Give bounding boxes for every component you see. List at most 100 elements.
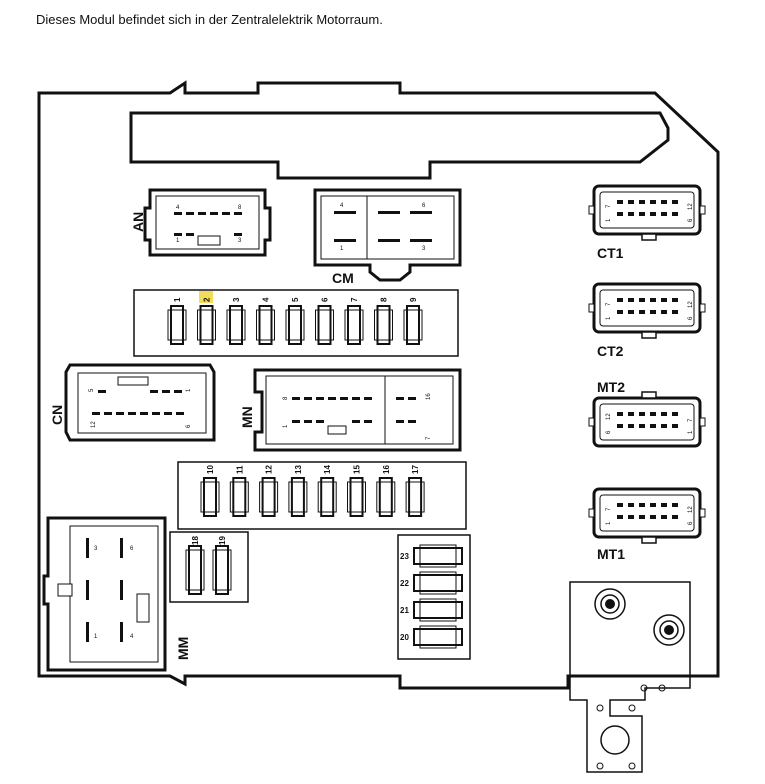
- fuse-18: 18: [185, 536, 205, 595]
- fuse-12: 12: [259, 465, 279, 517]
- connector-mm-label: MM: [175, 637, 191, 660]
- fuse-2-label: 2: [203, 297, 212, 302]
- ct1-pin-c: 1: [606, 218, 612, 222]
- an-pin-8: 8: [238, 205, 242, 211]
- mm-pin-1: 1: [94, 634, 98, 640]
- fuse-5-label: 5: [291, 297, 300, 302]
- ct1-pin-a: 7: [606, 204, 612, 208]
- ct2-pin-a: 7: [606, 302, 612, 306]
- fuse-7-label: 7: [350, 297, 359, 302]
- cn-pin-5: 5: [89, 388, 95, 392]
- mt1-pin-d: 6: [688, 521, 694, 525]
- fuse-box-housing: [37, 80, 720, 690]
- fuse-1-label: 1: [173, 297, 182, 302]
- connector-ct1-label: CT1: [597, 245, 624, 261]
- connector-cm-label: CM: [332, 270, 354, 286]
- fuse-row-1-slots: 1 2 3 4 5 6 7 8 9: [167, 297, 423, 345]
- mm-pin-6: 6: [130, 546, 134, 552]
- mm-pin-4: 4: [130, 634, 134, 640]
- connector-mn: 8 16 1 7 MN: [239, 368, 462, 452]
- cn-pin-6: 6: [186, 424, 192, 428]
- cn-pin-12: 12: [91, 421, 97, 428]
- fuse-1: 1: [167, 297, 187, 345]
- fuse-23-label: 23: [400, 552, 409, 561]
- fuse-2-highlight: [199, 291, 213, 303]
- connector-mn-label: MN: [239, 406, 255, 428]
- fuse-11-label: 11: [235, 465, 244, 474]
- connector-cm: 4 6 1 3 CM: [313, 188, 462, 286]
- fuse-13: 13: [288, 465, 308, 517]
- connector-cn-label: CN: [49, 405, 65, 425]
- connector-an-label: AN: [130, 212, 146, 232]
- fuse-20-label: 20: [400, 633, 409, 642]
- mt1-pin-a: 7: [606, 507, 612, 511]
- fuse-21-label: 21: [400, 606, 409, 615]
- fuse-17: 17: [405, 465, 425, 517]
- mn-pin-8: 8: [283, 396, 289, 400]
- fuse-9-label: 9: [409, 297, 418, 302]
- fuse-23: 23: [400, 544, 463, 568]
- fuse-9: 9: [403, 297, 423, 345]
- fuse-block-20-23: 23 22 21 20: [397, 534, 471, 660]
- top-cover-slot: [129, 111, 670, 180]
- ct2-pin-d: 6: [688, 316, 694, 320]
- mt2-pin-b: 7: [688, 418, 694, 422]
- cm-pin-6: 6: [422, 203, 426, 209]
- fuse-14: 14: [317, 465, 337, 517]
- an-pin-3: 3: [238, 238, 242, 244]
- cm-pin-4: 4: [340, 203, 344, 209]
- ct1-pin-b: 12: [688, 203, 694, 210]
- fuse-19: 19: [212, 536, 232, 595]
- fuse-13-label: 13: [294, 465, 303, 474]
- fuse-6-label: 6: [321, 297, 330, 302]
- connector-an: 4 8 1 3 AN: [130, 188, 272, 257]
- fuse-11: 11: [229, 465, 249, 517]
- fuse-19-label: 19: [218, 536, 227, 545]
- ground-terminal-bracket: [569, 581, 691, 773]
- fuse-6: 6: [315, 297, 334, 345]
- mn-pin-7: 7: [426, 436, 432, 440]
- fuse-3-label: 3: [232, 297, 241, 302]
- cm-pin-3: 3: [422, 246, 426, 252]
- fuse-14-label: 14: [323, 465, 332, 474]
- fuse-3: 3: [226, 297, 246, 345]
- connector-cn: 5 1 12 6 CN: [49, 363, 216, 442]
- fuse-10-label: 10: [206, 465, 215, 474]
- ct2-pin-c: 1: [606, 316, 612, 320]
- fuse-15: 15: [347, 465, 366, 517]
- mt1-pin-c: 1: [606, 521, 612, 525]
- cn-pin-1: 1: [186, 388, 192, 392]
- fuse-2: 2: [197, 297, 216, 345]
- ct1-pin-d: 6: [688, 218, 694, 222]
- fuse-18-label: 18: [191, 536, 200, 545]
- fuse-20: 20: [400, 625, 463, 649]
- fuse-22-label: 22: [400, 579, 409, 588]
- fuse-17-label: 17: [411, 465, 420, 474]
- fuse-8: 8: [374, 297, 393, 345]
- fuse-4: 4: [256, 297, 275, 345]
- connector-mm: 3 6 1 4 MM: [42, 516, 191, 672]
- an-pin-1: 1: [176, 238, 180, 244]
- fuse-10: 10: [200, 465, 220, 517]
- fuse-7: 7: [344, 297, 364, 345]
- fuse-8-label: 8: [380, 297, 389, 302]
- an-pin-4: 4: [176, 205, 180, 211]
- cm-pin-1: 1: [340, 246, 344, 252]
- ct2-pin-b: 12: [688, 301, 694, 308]
- connector-ct2-label: CT2: [597, 343, 624, 359]
- mm-pin-3: 3: [94, 546, 98, 552]
- fuse-block-side-slots: 23 22 21 20: [400, 544, 463, 649]
- mt2-pin-c: 6: [606, 430, 612, 434]
- fuse-16: 16: [376, 465, 396, 517]
- connector-an-pins: [174, 212, 242, 236]
- mn-pin-1: 1: [283, 424, 289, 428]
- connector-mt1-label: MT1: [597, 546, 625, 562]
